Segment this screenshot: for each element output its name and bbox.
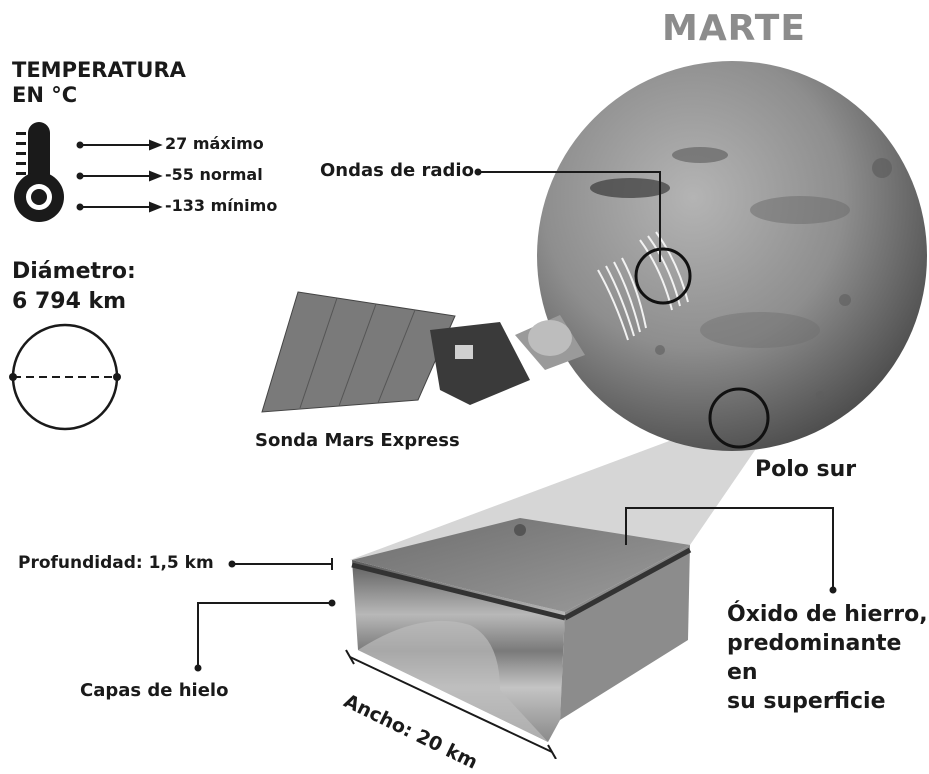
temperature-heading-line2: EN °C — [12, 83, 78, 107]
depth-label: Profundidad: 1,5 km — [18, 553, 214, 573]
mars-planet — [537, 61, 927, 451]
thermometer-icon — [14, 122, 64, 222]
diameter-value: 6 794 km — [12, 289, 127, 314]
ice-layers-label: Capas de hielo — [80, 680, 229, 701]
iron-oxide-line3: su superficie — [727, 689, 886, 714]
projection-cone — [350, 425, 762, 560]
temp-min: -133 mínimo — [165, 196, 278, 215]
temperature-pointers — [76, 139, 163, 213]
iron-oxide-label: Óxido de hierro, predominante en su supe… — [727, 600, 929, 716]
temperature-heading: TEMPERATURA EN °C — [12, 58, 232, 108]
radio-waves-label: Ondas de radio — [320, 160, 474, 181]
diameter-label: Diámetro: — [12, 259, 136, 284]
south-pole-circle — [708, 387, 770, 449]
radio-target-circle — [634, 247, 692, 305]
temperature-heading-line1: TEMPERATURA — [12, 58, 186, 82]
iron-oxide-line2: predominante en — [727, 631, 902, 685]
mars-express-probe — [261, 291, 585, 413]
probe-label: Sonda Mars Express — [255, 430, 460, 451]
diameter-block: Diámetro: 6 794 km — [12, 257, 136, 317]
temp-normal: -55 normal — [165, 165, 263, 184]
diameter-circle-icon — [9, 323, 121, 431]
iron-oxide-line1: Óxido de hierro, — [727, 602, 928, 627]
temp-max: 27 máximo — [165, 134, 264, 153]
south-pole-label: Polo sur — [755, 457, 857, 482]
page-title: MARTE — [662, 8, 806, 49]
ice-cross-section — [351, 518, 692, 742]
leader-lines — [194, 168, 837, 759]
